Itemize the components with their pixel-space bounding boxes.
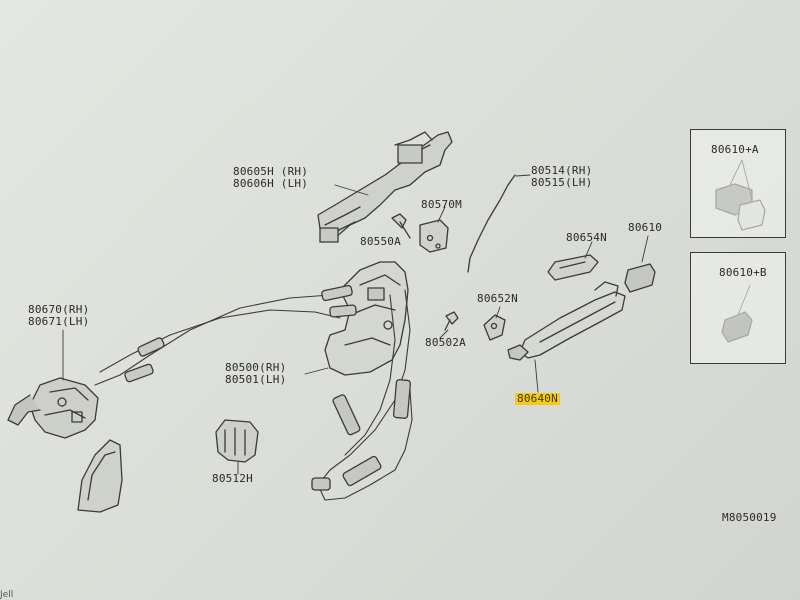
screw-part xyxy=(444,311,459,331)
label-80654n: 80654N xyxy=(566,231,607,244)
label-80640n-highlighted: 80640N xyxy=(515,392,560,405)
small-bracket-part xyxy=(483,314,506,341)
cover-part xyxy=(77,439,123,513)
label-80610-a: 80610+A xyxy=(711,143,759,156)
door-lock-assembly-part xyxy=(7,377,99,439)
label-80570m: 80570M xyxy=(421,198,462,211)
label-80500: 80500(RH) 80501(LH) xyxy=(225,361,287,386)
door-lock-actuator-part xyxy=(324,261,409,376)
label-80670: 80670(RH) 80671(LH) xyxy=(28,303,90,328)
label-80512h: 80512H xyxy=(212,472,253,485)
bolt-part xyxy=(391,213,411,239)
outside-handle-bracket-part xyxy=(317,131,453,243)
escutcheon-part xyxy=(624,263,656,293)
gasket-part xyxy=(547,254,599,281)
bracket-part xyxy=(419,219,449,253)
inset-box-a: 80610+A xyxy=(690,129,786,238)
label-80652n: 80652N xyxy=(477,292,518,305)
label-80502a: 80502A xyxy=(425,336,466,349)
label-80550a: 80550A xyxy=(360,235,401,248)
outside-handle-part xyxy=(507,281,626,361)
clip-part xyxy=(215,419,259,463)
label-80605h: 80605H (RH) 80606H (LH) xyxy=(233,165,309,190)
corner-mark: Jell xyxy=(0,590,14,600)
inset-box-b: 80610+B xyxy=(690,252,786,364)
drawing-code: M8050019 xyxy=(722,511,777,524)
label-80514: 80514(RH) 80515(LH) xyxy=(531,164,593,189)
label-80610: 80610 xyxy=(628,221,663,234)
rod-part xyxy=(467,174,516,273)
label-80610-b: 80610+B xyxy=(719,266,767,279)
